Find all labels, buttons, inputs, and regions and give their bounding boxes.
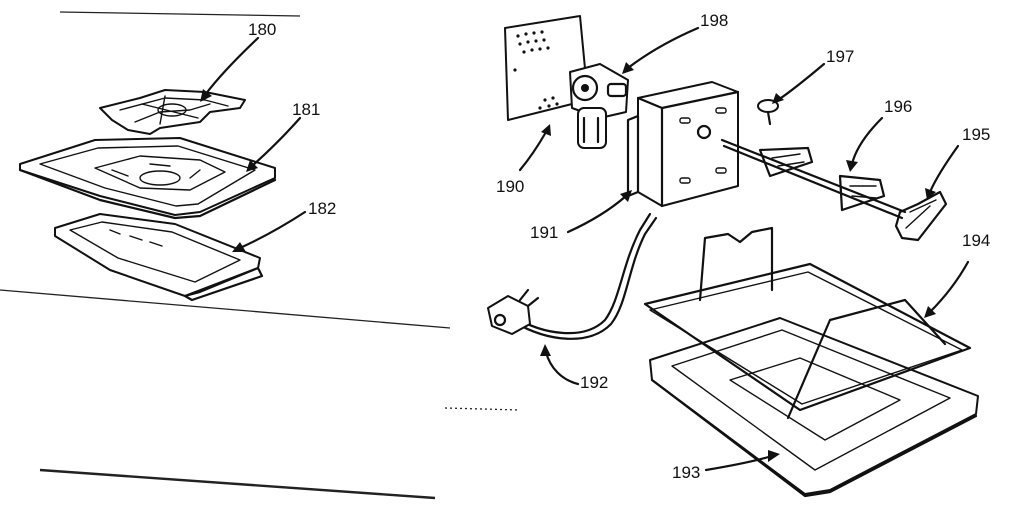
callout-arrows bbox=[200, 26, 970, 472]
arrow-191 bbox=[566, 194, 628, 234]
arrow-181 bbox=[250, 116, 302, 168]
callout-195: 195 bbox=[962, 125, 990, 144]
arrow-182 bbox=[238, 210, 307, 250]
page-edge-lines bbox=[0, 11, 521, 500]
callout-194: 194 bbox=[962, 231, 990, 250]
arrow-190 bbox=[518, 130, 548, 172]
arrow-192 bbox=[544, 350, 580, 386]
callout-198: 198 bbox=[700, 11, 728, 30]
callout-197: 197 bbox=[826, 47, 854, 66]
arrow-197 bbox=[776, 62, 826, 102]
spit-rod-part bbox=[720, 138, 907, 220]
arrow-196 bbox=[850, 116, 884, 166]
callout-190: 190 bbox=[496, 177, 524, 196]
plate-vent-holes bbox=[513, 30, 559, 110]
power-cord-part bbox=[487, 212, 658, 340]
wire-rack-part bbox=[643, 226, 972, 420]
drip-tray-part bbox=[18, 137, 277, 220]
callout-181: 181 bbox=[292, 100, 320, 119]
mounting-plate-part bbox=[504, 15, 589, 121]
arrow-180 bbox=[203, 36, 260, 97]
arrow-198 bbox=[626, 26, 700, 70]
callout-193: 193 bbox=[672, 463, 700, 482]
gear-box-part bbox=[626, 81, 740, 208]
thumb-screw-part bbox=[757, 99, 779, 126]
callout-191: 191 bbox=[530, 223, 558, 242]
callout-182: 182 bbox=[308, 199, 336, 218]
arrow-194 bbox=[928, 260, 970, 314]
arrow-195 bbox=[928, 144, 960, 194]
broiler-pan-part bbox=[54, 213, 264, 302]
callout-180: 180 bbox=[248, 20, 276, 39]
burner-grate-part bbox=[99, 89, 246, 135]
callout-192: 192 bbox=[580, 373, 608, 392]
spit-handle-part bbox=[894, 190, 948, 242]
callout-196: 196 bbox=[884, 97, 912, 116]
rotisserie-motor-part bbox=[569, 63, 629, 149]
arrow-193 bbox=[704, 454, 774, 472]
